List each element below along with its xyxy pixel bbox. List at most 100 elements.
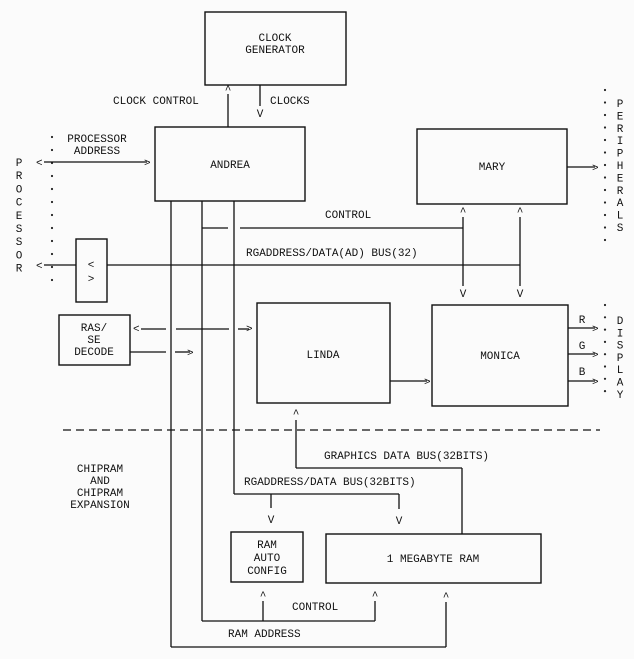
bus-dot [50,252,54,256]
svg-text:V: V [460,289,467,301]
clocks-line: V [257,85,264,121]
bus-dot [50,174,54,178]
mary-label: MARY [479,162,506,174]
svg-text:<: < [36,158,43,170]
rg-bus-label: RGADDRESS/DATA(AD) BUS(32) [246,248,418,260]
chipram-label: CHIPRAM [77,464,123,476]
svg-text:>: > [592,350,599,362]
svg-text:>: > [424,377,431,389]
bus-dot [50,187,54,191]
svg-text:<: < [133,324,140,336]
ram-autoconfig-block [230,531,304,583]
bus-dot [603,126,607,129]
svg-text:V: V [257,109,264,121]
bus-dot [50,200,54,204]
svg-text:>: > [592,377,599,389]
ras-decode-output-line: > [130,348,194,360]
bus-dot [603,340,607,343]
clocks-label: CLOCKS [270,96,310,108]
bus-dot [603,353,607,356]
ram-autoconfig-label: RAM [257,540,277,552]
ras-decode-label: SE [87,335,101,347]
svg-text:<: < [36,261,43,273]
svg-text:^: ^ [443,592,450,604]
andrea-block [154,126,306,202]
bus-dot [603,365,607,368]
chipram-label: CHIPRAM [77,488,123,500]
bus-dot [603,163,607,167]
svg-text:^: ^ [517,207,524,219]
bus-dot [603,238,607,242]
svg-text:>: > [592,163,599,175]
bus-dot [50,265,54,269]
svg-text:^: ^ [225,85,232,97]
ras-decode-block [58,314,131,366]
clock-control-line: ^ [225,85,232,127]
rg-bus-bottom-line: V V [234,493,403,528]
bus-dot [603,201,607,204]
bus-dot [603,328,607,331]
graphics-data-bus-line: ^ [293,409,463,534]
rg-bus-bottom-label: RGADDRESS/DATA BUS(32BITS) [244,477,416,489]
bus-dot [603,390,607,393]
rgb-output-lines: > > > [568,324,599,389]
clock-control-label: CLOCK CONTROL [113,96,199,108]
svg-text:^: ^ [372,591,379,603]
svg-text:>: > [187,348,194,360]
processor-address-label: ADDRESS [74,146,121,158]
rg-bus-top-line: ^ V [107,207,524,301]
svg-text:>: > [592,324,599,336]
ras-decode-label: RAS/ [81,323,107,335]
processor-data-line: < [36,261,76,273]
bus-dot [603,303,607,307]
bus-buffer-block [75,238,108,303]
bus-dot [603,188,607,192]
bus-dot [603,316,607,319]
bus-dot [603,113,607,117]
bus-dot [50,226,54,230]
svg-text:>: > [246,324,253,336]
andrea-label: ANDREA [210,160,250,172]
graphics-bus-label: GRAPHICS DATA BUS(32BITS) [324,451,489,463]
bus-dot [50,135,54,139]
buffer-right-arrow: > [88,274,95,286]
buffer-left-arrow: < [88,260,95,272]
bus-dot [603,138,607,142]
linda-to-monica-arrow: > [390,377,431,389]
display-bus-dots [603,303,607,393]
bus-dot [603,88,607,92]
ras-to-linda-line: < > [133,324,253,336]
ram-autoconfig-label: CONFIG [247,566,287,578]
mary-to-peripherals-arrow: > [567,163,599,175]
clock-generator-label: CLOCK [258,33,291,45]
megabyte-ram-block [325,533,542,584]
ram-autoconfig-label: AUTO [254,553,281,565]
clock-generator-label: GENERATOR [245,45,305,57]
control-bottom-line: ^ ^ [202,591,379,622]
bus-dot [50,148,54,152]
ras-decode-label: DECODE [74,347,114,359]
peripherals-bus-dots [603,88,607,242]
svg-text:^: ^ [460,207,467,219]
svg-text:V: V [396,516,403,528]
bus-dot [603,226,607,229]
monica-label: MONICA [480,351,520,363]
bus-dot [50,278,54,282]
chipram-label: EXPANSION [70,500,129,512]
processor-address-line: < > [36,158,151,170]
bus-dot [50,213,54,217]
linda-block [256,302,391,404]
svg-text:V: V [268,515,275,527]
monica-block [431,304,569,407]
red-label: R [579,315,586,327]
svg-text:>: > [144,158,151,170]
svg-text:^: ^ [293,409,300,421]
bus-dot [603,213,607,217]
ram-address-bottom-line: ^ [171,592,450,648]
control-bottom-label: CONTROL [292,602,338,614]
bus-dot [603,377,607,380]
